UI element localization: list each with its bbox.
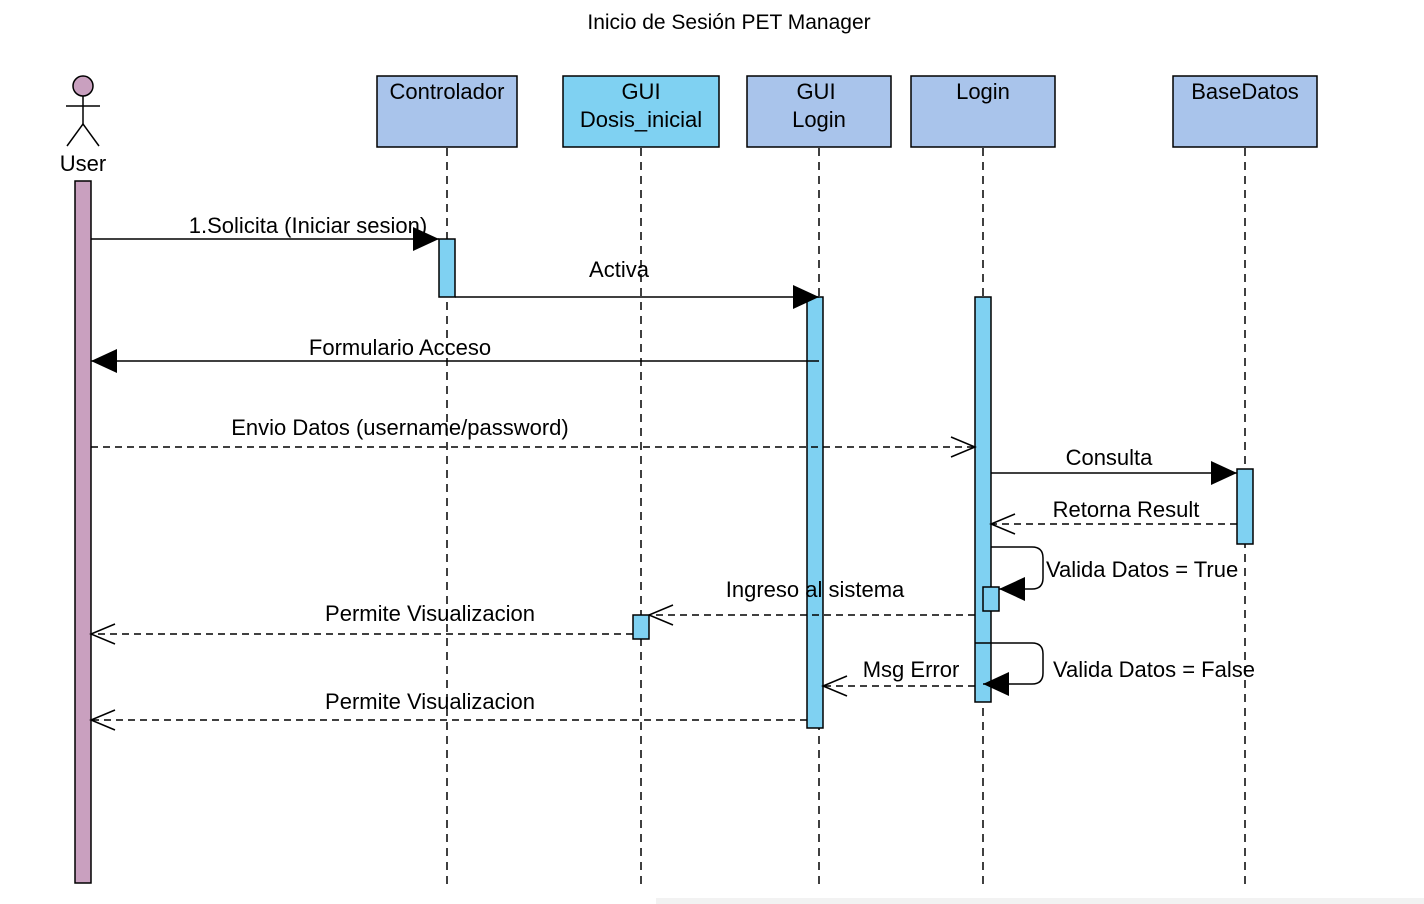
user-activation-bar	[74, 180, 92, 884]
svg-text:Retorna Result: Retorna Result	[1053, 497, 1200, 522]
activation-gui-dosis	[632, 614, 650, 640]
message-permite-visualizacion-1: Permite Visualizacion	[89, 601, 633, 645]
message-ingreso-sistema: Ingreso al sistema	[647, 577, 975, 626]
stick-figure-icon	[66, 75, 100, 147]
svg-text:Dosis_inicial: Dosis_inicial	[580, 107, 702, 132]
participant-gui-login: GUI Login	[746, 75, 892, 148]
svg-text:Permite Visualizacion: Permite Visualizacion	[325, 601, 535, 626]
svg-text:Permite Visualizacion: Permite Visualizacion	[325, 689, 535, 714]
message-valida-true: Valida Datos = True	[991, 546, 1238, 601]
svg-text:Controlador: Controlador	[390, 79, 505, 104]
message-envio-datos: Envio Datos (username/password)	[91, 415, 977, 458]
activation-controlador	[438, 238, 456, 298]
activation-basedatos	[1236, 468, 1254, 545]
actor-label: User	[60, 151, 106, 176]
message-valida-false: Valida Datos = False	[975, 642, 1255, 696]
svg-text:Msg Error: Msg Error	[863, 657, 960, 682]
message-retorna-result: Retorna Result	[989, 497, 1237, 535]
activation-login	[974, 296, 992, 703]
svg-text:BaseDatos: BaseDatos	[1191, 79, 1299, 104]
svg-text:Formulario Acceso: Formulario Acceso	[309, 335, 491, 360]
participant-gui-dosis-inicial: GUI Dosis_inicial	[562, 75, 720, 148]
svg-text:1.Solicita (Iniciar sesion): 1.Solicita (Iniciar sesion)	[189, 213, 427, 238]
bottom-edge-strip	[656, 898, 1424, 904]
message-solicita: 1.Solicita (Iniciar sesion)	[91, 213, 439, 251]
message-consulta: Consulta	[991, 445, 1237, 485]
message-formulario-acceso: Formulario Acceso	[91, 335, 819, 373]
svg-text:Ingreso al sistema: Ingreso al sistema	[726, 577, 905, 602]
participant-login: Login	[910, 75, 1056, 148]
user-actor: User	[60, 75, 106, 176]
svg-text:GUI: GUI	[621, 79, 660, 104]
participant-basedatos: BaseDatos	[1172, 75, 1318, 148]
activation-login-nested	[982, 586, 1000, 612]
svg-text:Login: Login	[792, 107, 846, 132]
svg-text:GUI: GUI	[796, 79, 835, 104]
diagram-title: Inicio de Sesión PET Manager	[587, 11, 870, 34]
message-msg-error: Msg Error	[821, 657, 975, 697]
svg-text:Valida Datos = False: Valida Datos = False	[1053, 657, 1255, 682]
message-permite-visualizacion-2: Permite Visualizacion	[89, 689, 807, 731]
message-activa: Activa	[455, 257, 819, 309]
svg-text:Activa: Activa	[589, 257, 650, 282]
participant-controlador: Controlador	[376, 75, 518, 148]
svg-text:Envio Datos (username/password: Envio Datos (username/password)	[231, 415, 568, 440]
svg-text:Login: Login	[956, 79, 1010, 104]
svg-text:Consulta: Consulta	[1066, 445, 1154, 470]
svg-text:Valida Datos = True: Valida Datos = True	[1046, 557, 1238, 582]
